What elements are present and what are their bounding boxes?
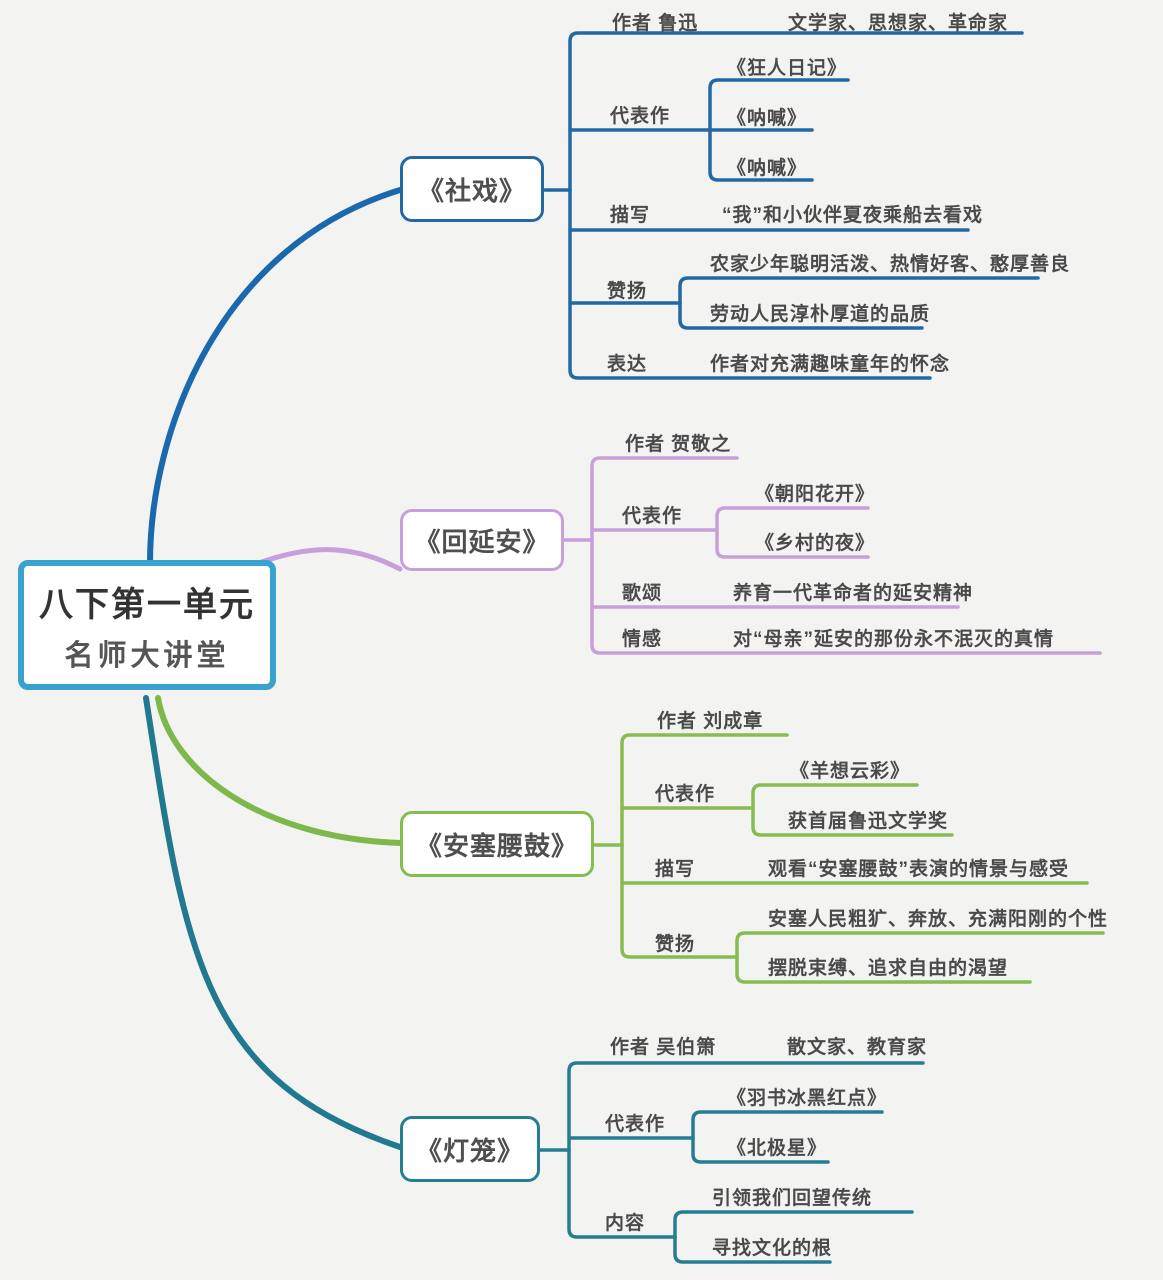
huiyanan-trunk-emotion: [590, 538, 1102, 655]
shexi-trunk-express: [568, 188, 932, 380]
shexi-author-desc: 文学家、思想家、革命家: [788, 13, 1009, 34]
ansai-praise-label: 赞扬: [655, 934, 696, 955]
branch-node-huiyanan: 《回延安》: [400, 509, 564, 571]
ansai-work1: 《羊想云彩》: [790, 761, 911, 782]
shexi-desc-label: 描写: [610, 205, 651, 226]
huiyanan-emotion-value: 对“母亲”延安的那份永不泯灭的真情: [733, 629, 1055, 650]
shexi-praise-label: 赞扬: [607, 281, 648, 302]
shexi-praise1-line: [678, 276, 1040, 305]
huiyanan-work1-line: [715, 506, 870, 532]
denglong-work2: 《北极星》: [727, 1138, 828, 1159]
shexi-work2: 《呐喊》: [727, 108, 808, 129]
ansai-praise1-line: [735, 931, 1105, 959]
curve-center-to-ansai: [155, 695, 403, 846]
shexi-desc-value: “我”和小伙伴夏夜乘船去看戏: [722, 205, 984, 226]
huiyanan-praise-label: 歌颂: [622, 583, 663, 604]
center-title: 八下第一单元: [39, 585, 255, 624]
huiyanan-emotion-label: 情感: [622, 629, 663, 650]
branch-node-shexi: 《社戏》: [400, 156, 544, 222]
curve-center-to-huiyanan: [253, 547, 403, 572]
ansai-desc-value: 观看“安塞腰鼓”表演的情景与感受: [768, 859, 1070, 880]
denglong-author-desc: 散文家、教育家: [787, 1037, 928, 1058]
center-node: 八下第一单元 名师大讲堂: [18, 560, 276, 690]
ansai-work2: 获首届鲁迅文学奖: [788, 811, 949, 832]
shexi-praise1: 农家少年聪明活泼、热情好客、憨厚善良: [710, 254, 1071, 275]
shexi-author-label: 作者 鲁迅: [612, 13, 699, 34]
shexi-trunk-author: [568, 31, 1024, 192]
shexi-works-label: 代表作: [610, 106, 671, 127]
ansai-author-label: 作者 刘成章: [657, 711, 764, 732]
huiyanan-work2-line: [715, 528, 870, 559]
denglong-content2: 寻找文化的根: [712, 1238, 833, 1259]
denglong-work2-line: [691, 1136, 830, 1164]
shexi-praise2-line: [678, 301, 924, 330]
ansai-praise2-line: [735, 955, 1032, 984]
denglong-content1: 引领我们回望传统: [712, 1188, 873, 1209]
ansai-praise1: 安塞人民粗犷、奔放、充满阳刚的个性: [768, 909, 1109, 930]
denglong-content2-line: [673, 1235, 832, 1264]
branch-node-denglong: 《灯笼》: [400, 1116, 540, 1182]
ansai-trunk-praise: [620, 843, 739, 959]
denglong-author-label: 作者 吴伯箫: [610, 1037, 717, 1058]
huiyanan-trunk-author: [590, 456, 739, 542]
denglong-work1-line: [691, 1110, 884, 1140]
huiyanan-praise-value: 养育一代革命者的延安精神: [733, 583, 974, 604]
ansai-trunk-author: [620, 733, 789, 847]
branch-node-ansai: 《安塞腰鼓》: [400, 811, 594, 877]
ansai-works-label: 代表作: [655, 784, 716, 805]
shexi-express-value: 作者对充满趣味童年的怀念: [710, 354, 951, 375]
denglong-content1-line: [673, 1210, 914, 1239]
center-subtitle: 名师大讲堂: [64, 639, 230, 672]
huiyanan-works-label: 代表作: [622, 506, 683, 527]
huiyanan-author-label: 作者 贺敬之: [625, 434, 732, 455]
denglong-trunk-content: [567, 1148, 677, 1239]
shexi-work3: 《呐喊》: [727, 158, 808, 179]
shexi-praise2: 劳动人民淳朴厚道的品质: [710, 304, 931, 325]
shexi-work3-line: [708, 128, 814, 182]
denglong-works-label: 代表作: [605, 1114, 666, 1135]
denglong-work1: 《羽书冰黑红点》: [727, 1088, 888, 1109]
ansai-work2-line: [751, 806, 954, 837]
huiyanan-work2: 《乡村的夜》: [755, 533, 876, 554]
shexi-work1: 《狂人日记》: [727, 58, 848, 79]
ansai-desc-label: 描写: [655, 859, 696, 880]
huiyanan-work1: 《朝阳花开》: [755, 484, 876, 505]
curve-center-to-shexi: [147, 187, 403, 566]
shexi-express-label: 表达: [607, 354, 648, 375]
curve-center-to-denglong: [143, 695, 403, 1150]
ansai-work1-line: [751, 783, 919, 810]
ansai-praise2: 摆脱束缚、追求自由的渴望: [768, 958, 1009, 979]
denglong-trunk-author: [567, 1061, 925, 1152]
shexi-work1-line: [708, 78, 850, 132]
denglong-content-label: 内容: [605, 1213, 646, 1234]
